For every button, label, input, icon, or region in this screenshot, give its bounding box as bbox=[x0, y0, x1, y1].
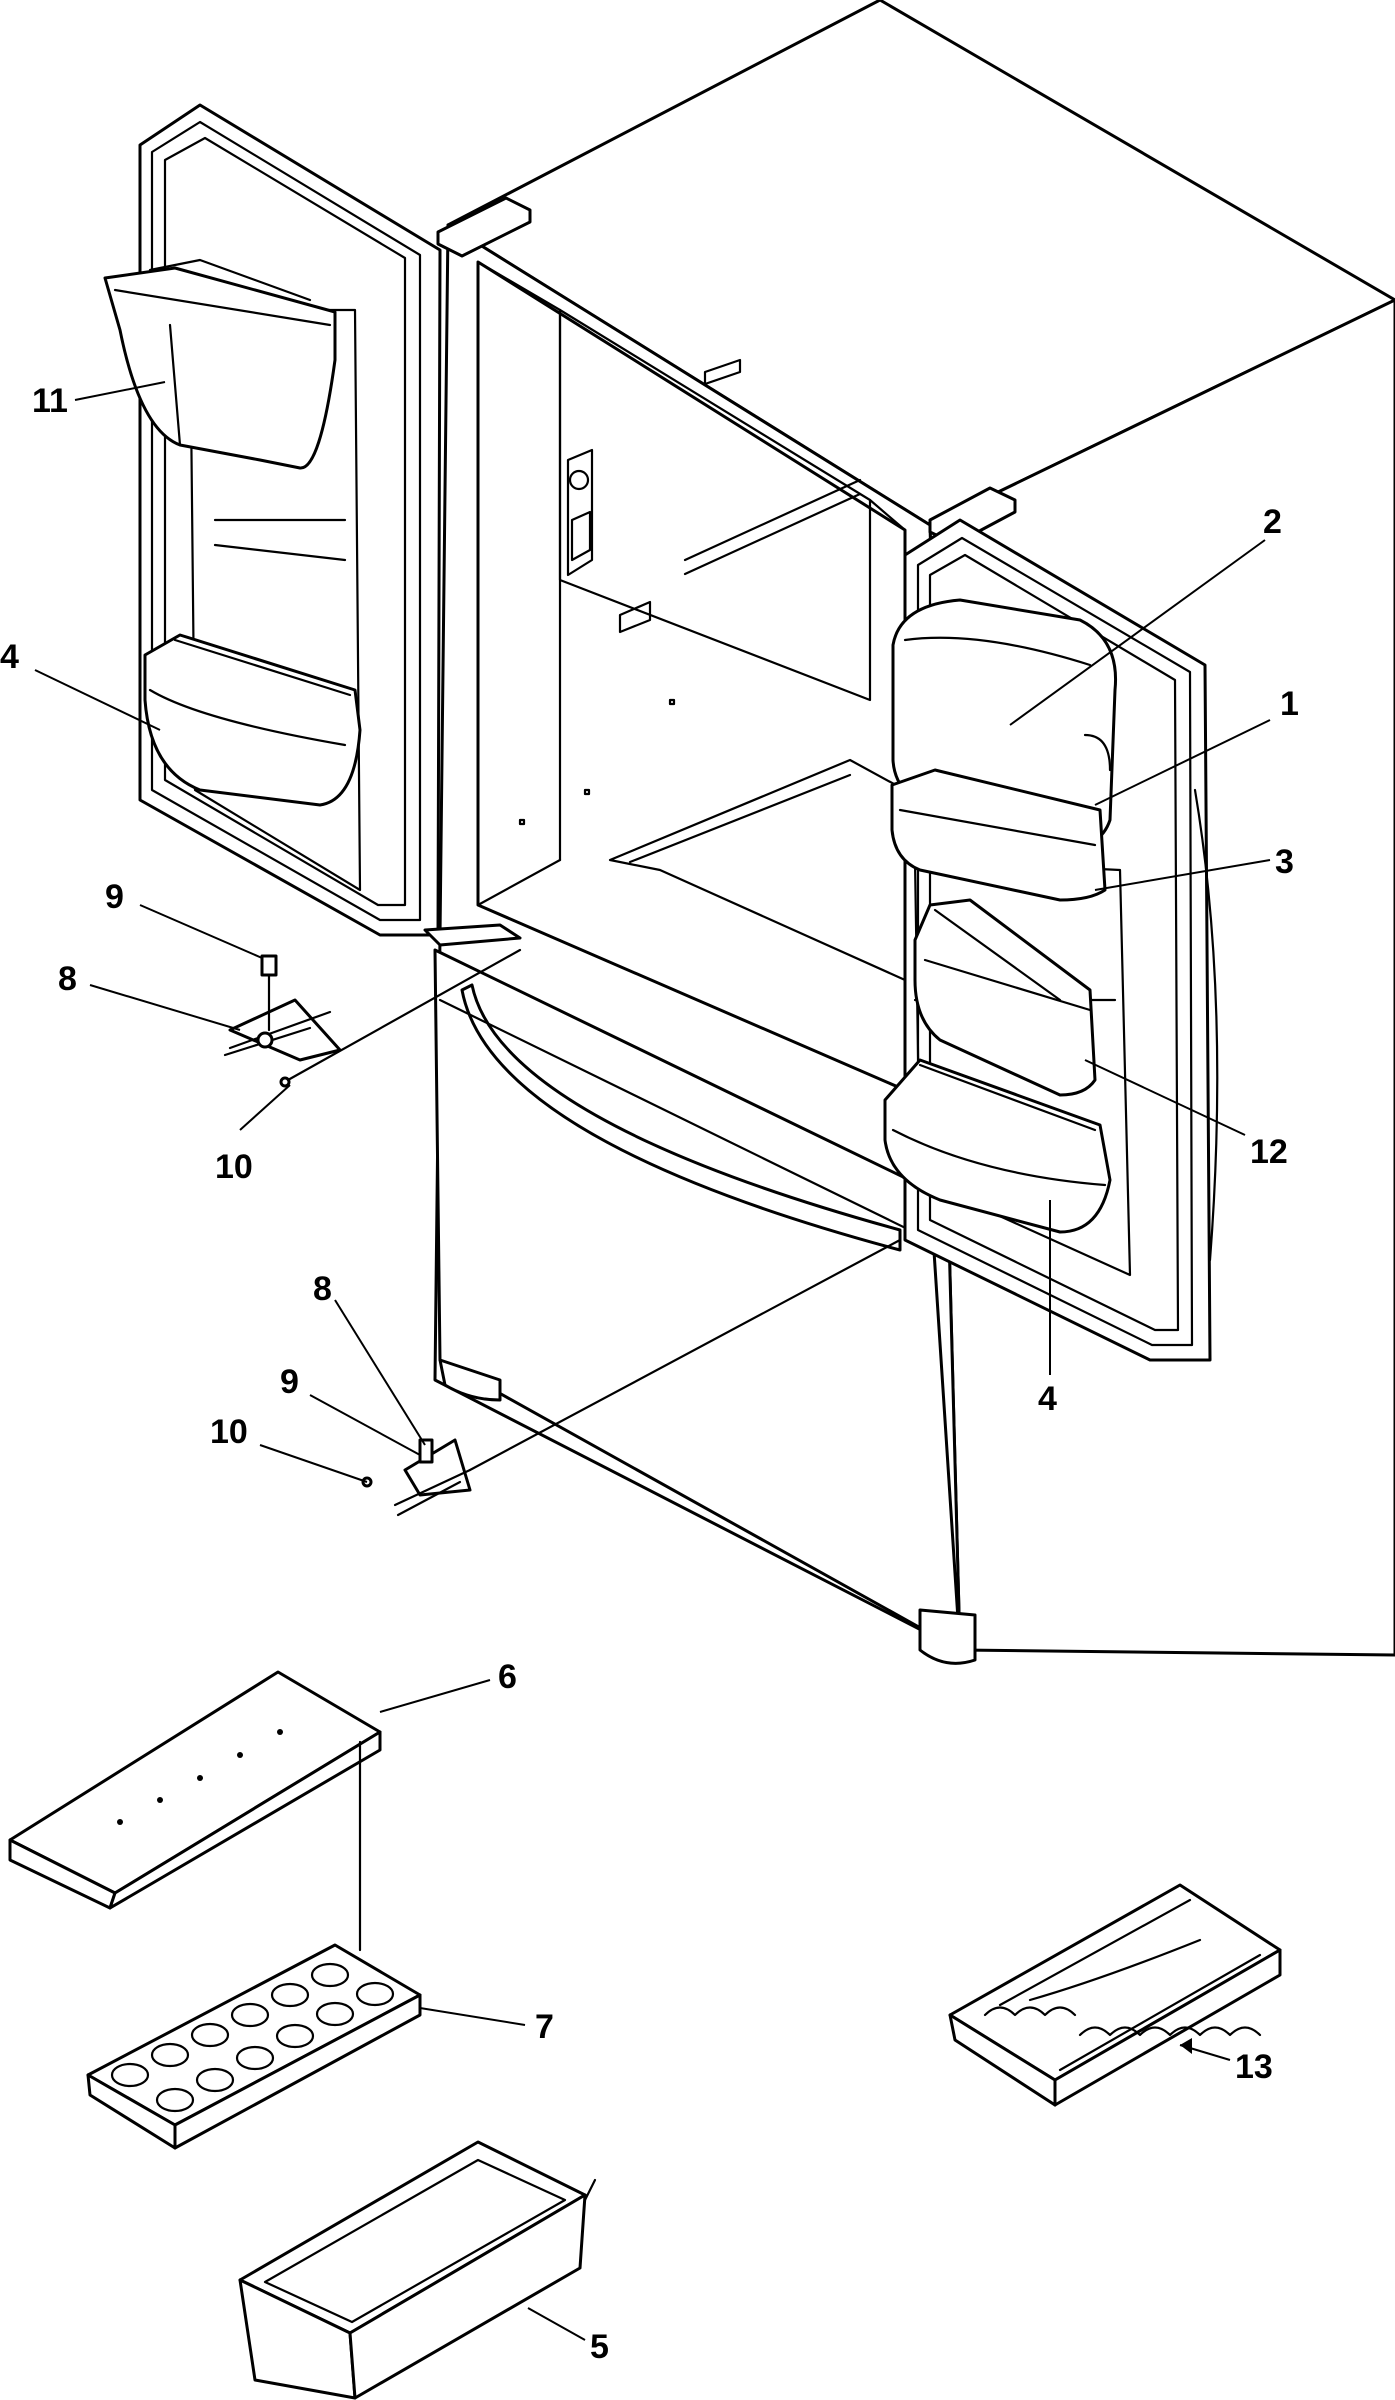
egg-tray-cover bbox=[8, 1670, 382, 1952]
callout-3: 3 bbox=[1275, 843, 1294, 881]
callout-9-upper: 9 bbox=[105, 878, 124, 916]
callout-6: 6 bbox=[498, 1658, 517, 1696]
callout-4-right: 4 bbox=[1038, 1380, 1057, 1418]
egg-cups bbox=[110, 1962, 395, 2113]
leader-lines bbox=[34, 381, 1271, 2341]
callout-10-upper: 10 bbox=[215, 1148, 253, 1186]
callout-5: 5 bbox=[590, 2328, 609, 2366]
callout-13: 13 bbox=[1235, 2048, 1273, 2086]
upper-door-bin bbox=[103, 258, 337, 470]
callout-9-lower: 9 bbox=[280, 1363, 299, 1401]
callout-12: 12 bbox=[1250, 1133, 1288, 1171]
callout-7: 7 bbox=[535, 2008, 554, 2046]
right-middle-door-bin bbox=[913, 898, 1097, 1097]
storage-bin bbox=[238, 2140, 597, 2400]
egg-tray bbox=[86, 1943, 422, 2150]
callout-4-left: 4 bbox=[0, 638, 19, 676]
wine-rack bbox=[948, 1883, 1282, 2107]
left-lower-door-bin bbox=[143, 633, 362, 807]
hinge-assembly-lower bbox=[361, 1238, 902, 1517]
dairy-bin bbox=[890, 768, 1107, 902]
callout-labels: 1 2 3 4 4 5 6 7 8 8 9 9 10 10 11 12 13 bbox=[0, 382, 1299, 2366]
callout-2: 2 bbox=[1263, 503, 1282, 541]
callout-10-lower: 10 bbox=[210, 1413, 248, 1451]
callout-1: 1 bbox=[1280, 685, 1299, 723]
right-lower-door-bin bbox=[883, 1058, 1112, 1234]
callout-8-lower: 8 bbox=[313, 1270, 332, 1308]
callout-8-upper: 8 bbox=[58, 960, 77, 998]
callout-11: 11 bbox=[32, 382, 68, 420]
hinge-assembly-upper bbox=[223, 948, 522, 1088]
